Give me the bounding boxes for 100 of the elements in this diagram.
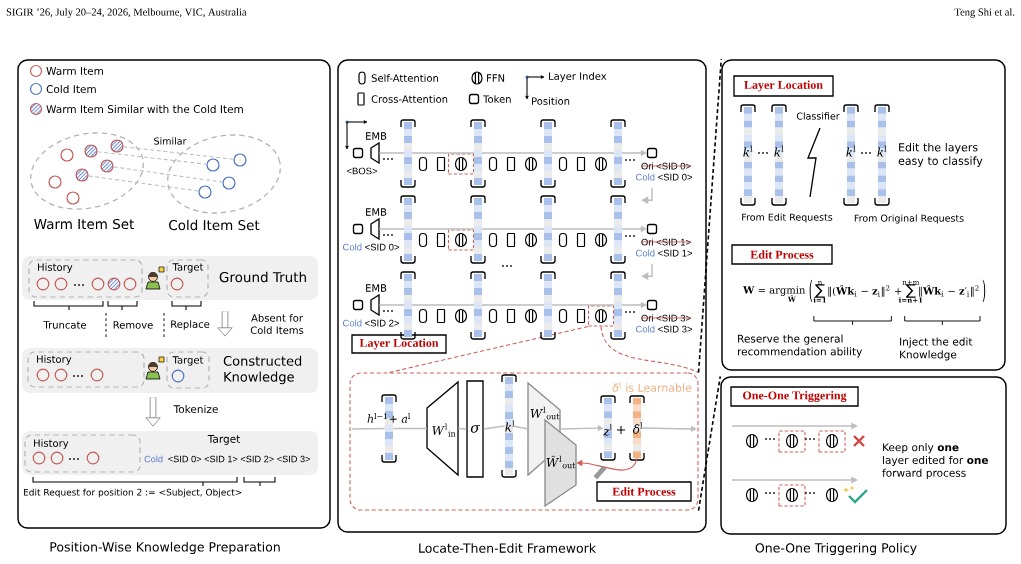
formula-text: W = argmin: [743, 286, 806, 296]
hatched-item-circle: [110, 139, 124, 153]
legend-text: Warm Item Similar with the Cold Item: [46, 104, 243, 114]
vector: k$^{l}$: [874, 104, 890, 206]
step-label: Replace: [171, 320, 210, 330]
sum-sign: ∑: [815, 284, 825, 298]
node-label: z$^{l}$: [603, 424, 612, 436]
node-label: k$^{l}$: [846, 145, 856, 157]
line: [482, 425, 506, 430]
vector: z$^{l}$: [600, 395, 616, 461]
heading-box: Layer Location: [733, 75, 834, 97]
embedding-block: EMB: [366, 208, 387, 241]
vector: h$^{l−1}$+ a$^{l}$: [367, 394, 411, 463]
edge-label: Tokenize: [173, 404, 218, 414]
formula-text: ‖(Ŵk$_{i}$ − z$_{i}$‖$^{2}$ +: [828, 285, 902, 297]
token-label: Cold <SID 0>: [343, 243, 400, 251]
node-label: k$^{l}$: [743, 145, 753, 157]
node-label: h$^{l−1}$+ a$^{l}$: [367, 413, 411, 423]
dashed-line: [113, 166, 223, 183]
token-label: <BOS>: [346, 167, 378, 175]
dashed-line: [123, 146, 234, 160]
struck-token-label: Ori <SID 0>: [640, 162, 692, 170]
arrow: [641, 187, 653, 205]
dashed-line: [697, 58, 723, 374]
dashed-line: [388, 326, 589, 373]
legend-text: Cold Item: [46, 84, 96, 94]
embedding-block: EMB: [366, 132, 387, 165]
node-label: k$^{l}$: [505, 420, 515, 432]
token-label: Cold <SID 3>: [636, 325, 693, 333]
request-text: Edit Request for position 2 := <Subject, Object>: [23, 488, 242, 498]
edge-label: Similar: [152, 136, 188, 146]
sum-sign: ∑: [905, 284, 916, 298]
note-text: Keep only one layer edited for one forward process: [882, 443, 988, 479]
legend-text: Token: [483, 95, 511, 103]
heading-box: Edit Process: [596, 481, 692, 502]
token-label: Cold <SID 1>: [636, 249, 693, 257]
legend-text: Self-Attention: [371, 74, 438, 82]
line: [457, 427, 468, 430]
dashed-line: [697, 375, 722, 512]
vector: k$^{l}$: [843, 104, 859, 206]
struck-token-label: Ori <SID 3>: [640, 314, 692, 322]
line: [392, 427, 428, 430]
panel-caption: Locate-Then-Edit Framework: [419, 543, 596, 553]
node-label: k$^{l}$: [774, 145, 784, 157]
node-label: δ$^{l}$: [633, 422, 643, 434]
legend-text: Cross-Attention: [371, 95, 448, 103]
embedding-block: EMB: [366, 284, 387, 317]
hollow-arrow: [217, 311, 233, 337]
token-label: Cold <SID 2>: [343, 319, 400, 327]
dashed-line: [88, 175, 199, 192]
note-text: Reserve the general recommendation ability: [738, 334, 863, 358]
legend-text: Position: [532, 97, 570, 105]
dashed-highlight-box: [778, 430, 806, 453]
activation-box: σ: [466, 380, 484, 478]
line: [351, 427, 386, 430]
dashed-highlight-box: [447, 229, 475, 251]
node-label: EMB: [366, 208, 387, 216]
node-label: k$^{l}$: [877, 145, 887, 157]
edge-label: Absent for Cold Items: [250, 314, 304, 334]
node-label: EMB: [366, 284, 387, 292]
step-label: Remove: [113, 321, 153, 329]
token-label: Cold <SID 0>: [636, 173, 693, 181]
vector: δ$^{l}$: [629, 395, 645, 461]
vector: k$^{l}$: [771, 104, 787, 206]
formula-text: ‖Ŵk$_{i}$ − z′$_{i}$‖$^{2}$: [919, 285, 979, 297]
dashed-line: [97, 151, 207, 165]
legend-text: Warm Item: [46, 67, 103, 75]
panel: [721, 59, 1006, 371]
legend-text: FFN: [487, 74, 505, 82]
trapezoid: W$^{l}$in: [426, 380, 459, 477]
arrow: [641, 263, 653, 281]
group-caption: From Edit Requests: [742, 213, 833, 223]
line: [512, 425, 529, 430]
token-text: Cold: [144, 455, 163, 463]
page-header: SIGIR ’26, July 20–24, 2026, Melbourne, VIC, Australia: [6, 8, 247, 18]
panel-caption: One-One Triggering Policy: [755, 542, 917, 556]
node-label: EMB: [366, 132, 387, 140]
set-title: Warm Item Set: [34, 218, 134, 230]
dashed-box: Target: [166, 259, 209, 298]
dashed-box: Target: [166, 351, 210, 389]
heading-box: Layer Location: [351, 334, 447, 354]
struck-token-label: Ori <SID 1>: [640, 238, 692, 246]
heading-box: One-One Triggering: [730, 386, 859, 407]
group-caption: From Original Requests: [854, 214, 964, 224]
hatched-item-circle: [100, 159, 114, 173]
dashed-box: History: [27, 351, 145, 388]
note-text: Inject the edit Knowledge: [900, 337, 973, 361]
dashed-highlight-box: [778, 484, 806, 507]
vector: k$^{l}$: [740, 104, 756, 206]
hollow-arrow: [145, 397, 161, 427]
dashed-highlight-box: [818, 430, 846, 453]
set-title: Cold Item Set: [169, 219, 260, 231]
dashed-box: History: [28, 259, 143, 298]
vector: k$^{l}$: [501, 374, 517, 478]
classifier-label: Classifier: [796, 112, 840, 120]
dashed-line: [600, 326, 700, 373]
page-header: Teng Shi et al.: [954, 8, 1015, 18]
dashed-box: History: [24, 434, 141, 473]
token-text: <SID 0> <SID 1> <SID 2> <SID 3>: [168, 455, 310, 463]
step-label: Truncate: [43, 321, 87, 329]
